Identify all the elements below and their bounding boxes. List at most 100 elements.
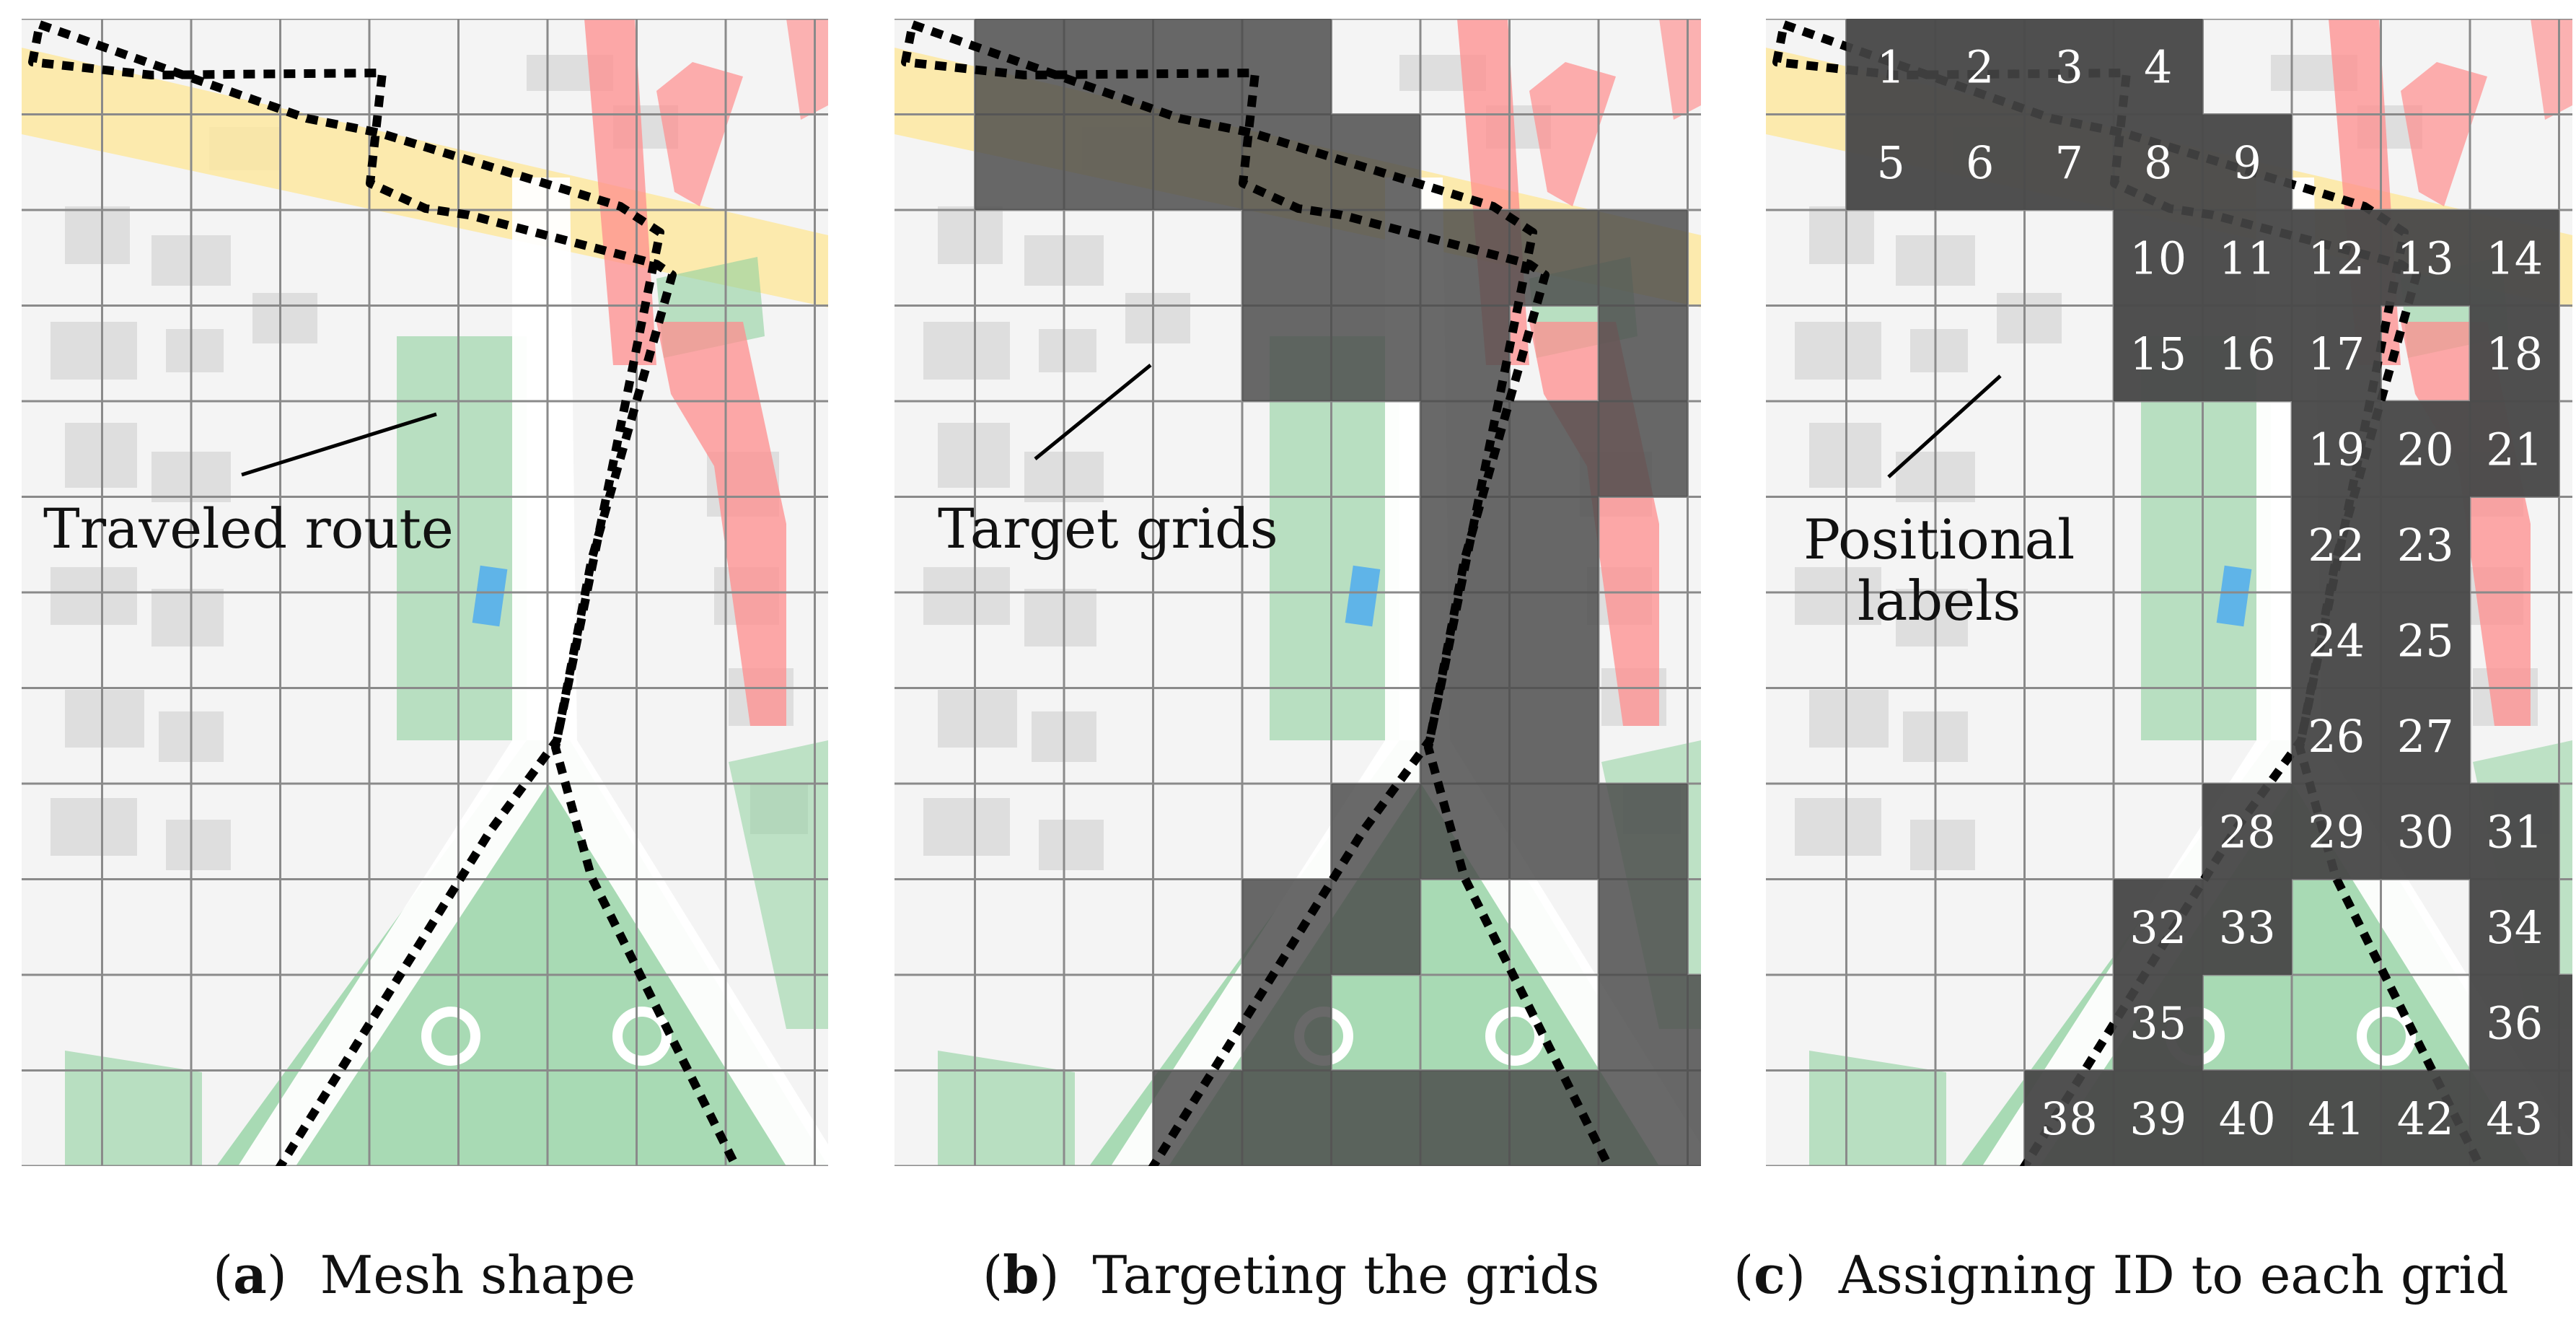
- route-path: [901, 20, 1614, 1166]
- target-cell: [1599, 305, 1688, 401]
- target-cell: [2470, 784, 2559, 880]
- target-cell: [2292, 305, 2381, 401]
- target-cell: [1509, 784, 1599, 880]
- target-cell: [1242, 975, 1332, 1071]
- target-cell: [1599, 879, 1688, 975]
- target-cell: [1509, 496, 1599, 592]
- grid-id-label: 32: [2129, 901, 2186, 954]
- target-cell: [1242, 210, 1332, 306]
- label-pointer: [1034, 364, 1152, 460]
- target-cell: [2024, 1070, 2114, 1166]
- target-cell: [1242, 305, 1332, 401]
- caption-letter: c: [1754, 1244, 1785, 1305]
- building: [1125, 293, 1190, 343]
- target-cell: [2470, 879, 2559, 975]
- grid-id-label: 40: [2219, 1092, 2276, 1145]
- label-pointer: [1887, 374, 2002, 478]
- target-cell: [2381, 401, 2470, 497]
- park-upper: [1270, 336, 1399, 740]
- building: [1809, 690, 1889, 748]
- grid-id-label: 28: [2219, 805, 2276, 858]
- building: [1039, 329, 1096, 372]
- grid-id-label: 15: [2129, 328, 2186, 380]
- target-grids-label: Target grids: [938, 498, 1278, 559]
- rail-structure: [656, 62, 743, 206]
- grid-id-label: 39: [2129, 1092, 2186, 1145]
- park-small: [1809, 1051, 1946, 1166]
- target-cell: [1846, 114, 1935, 210]
- building: [65, 690, 144, 748]
- caption-letter: a: [233, 1244, 267, 1305]
- caption-text: Targeting the grids: [1092, 1245, 1600, 1305]
- target-cell: [2292, 784, 2381, 880]
- target-cell: [2470, 401, 2559, 497]
- target-cell: [1599, 975, 1688, 1071]
- building: [923, 798, 1010, 856]
- grid-id-label: 35: [2129, 996, 2186, 1049]
- building: [166, 329, 224, 372]
- grid-id-label: 27: [2397, 710, 2454, 763]
- grid-id-label: 12: [2308, 232, 2365, 284]
- building: [1997, 293, 2062, 343]
- target-cell: [1935, 114, 2025, 210]
- building: [50, 322, 137, 380]
- caption-a: (a) Mesh shape: [213, 1244, 636, 1305]
- target-cell: [2114, 879, 2203, 975]
- grid-id-label: 24: [2308, 614, 2365, 667]
- grid-id-label: 11: [2219, 232, 2276, 284]
- target-cell: [2381, 210, 2470, 306]
- rail-structure: [584, 19, 656, 365]
- grid-id-label: 16: [2219, 328, 2276, 380]
- park-right: [729, 740, 828, 1029]
- panel-mesh-shape: [22, 19, 828, 1166]
- grid-id-label: 7: [2055, 136, 2083, 189]
- park-small: [938, 1051, 1075, 1166]
- target-cell: [1599, 784, 1688, 880]
- roundabout: [421, 1007, 480, 1066]
- target-cell: [2114, 975, 2203, 1071]
- grid-id-label: 43: [2486, 1092, 2543, 1145]
- target-cell: [2114, 114, 2203, 210]
- target-cell: [2292, 688, 2381, 784]
- target-cell: [1420, 305, 1510, 401]
- label-line: Traveled route: [43, 496, 454, 561]
- target-cell: [2292, 592, 2381, 688]
- positional-labels-label: Positional labels: [1803, 509, 2075, 631]
- target-cell: [2114, 19, 2203, 115]
- target-cell: [1935, 19, 2025, 115]
- grid-id-label: 36: [2486, 996, 2543, 1049]
- grid-id-label: 31: [2486, 805, 2543, 858]
- target-cell: [2292, 496, 2381, 592]
- target-cell: [1846, 19, 1935, 115]
- grid-id-label: 42: [2397, 1092, 2454, 1145]
- target-cell: [1509, 401, 1599, 497]
- target-cell: [1687, 1070, 1701, 1166]
- target-cell: [2559, 975, 2572, 1071]
- grid-id-label: 34: [2486, 901, 2543, 954]
- target-cell: [2292, 401, 2381, 497]
- target-cell: [1242, 114, 1332, 210]
- building: [1024, 589, 1096, 647]
- grid-id-label: 22: [2308, 519, 2365, 571]
- rail-structure: [1529, 62, 1616, 206]
- caption-letter: b: [1003, 1244, 1039, 1305]
- building: [938, 690, 1017, 748]
- grid-id-label: 25: [2397, 614, 2454, 667]
- target-cell: [2470, 305, 2559, 401]
- grid-id-label: 2: [1966, 40, 1994, 93]
- water-feature: [1345, 565, 1381, 627]
- rail-structure: [656, 322, 786, 726]
- grid-id-label: 20: [2397, 423, 2454, 476]
- grid-id-label: 18: [2486, 328, 2543, 380]
- target-cell: [2470, 1070, 2559, 1166]
- building: [166, 820, 231, 870]
- target-cell: [1242, 19, 1332, 115]
- roundabout: [612, 1007, 672, 1066]
- target-cell: [1509, 592, 1599, 688]
- grid-id-label: 38: [2041, 1092, 2098, 1145]
- label-pointer: [241, 412, 437, 477]
- target-cells: [1846, 19, 2572, 1166]
- target-cell: [1420, 592, 1510, 688]
- target-cell: [1331, 1070, 1420, 1166]
